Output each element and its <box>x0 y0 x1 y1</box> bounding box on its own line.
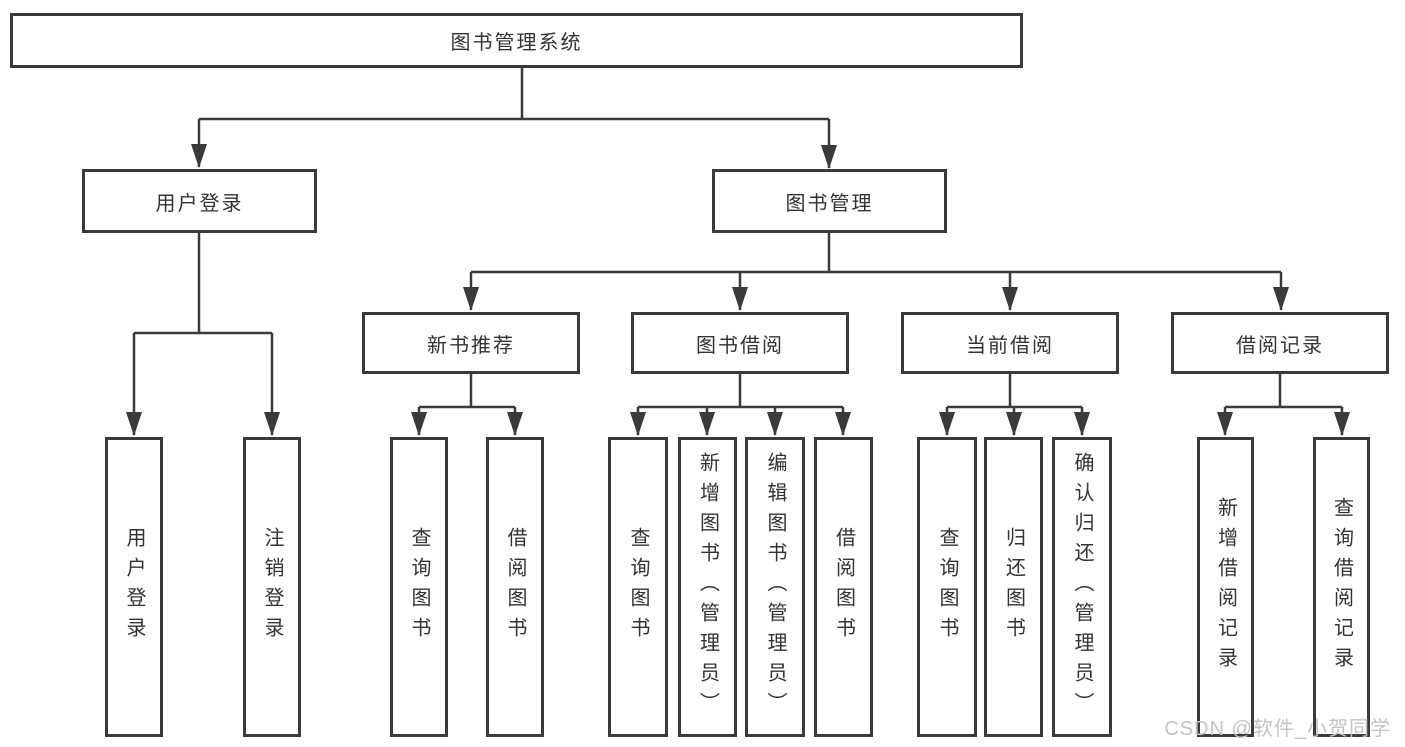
node-leaf-add-book-admin: 新增图书（管理员） <box>678 437 737 737</box>
node-leaf-query-borrow-record: 查询借阅记录 <box>1313 437 1370 737</box>
node-leaf-edit-book-admin: 编辑图书（管理员） <box>745 437 805 737</box>
node-leaf-return-book: 归还图书 <box>984 437 1043 737</box>
arrowhead-icon <box>835 412 851 436</box>
arrowhead-icon <box>1006 412 1022 436</box>
node-leaf-query-book-recommend: 查询图书 <box>390 437 448 737</box>
arrowhead-icon <box>1334 412 1350 436</box>
arrowhead-icon <box>732 287 748 311</box>
arrowhead-icon <box>1074 412 1090 436</box>
arrowhead-icon <box>1273 287 1289 311</box>
arrowhead-icon <box>939 412 955 436</box>
arrowhead-icon <box>463 287 479 311</box>
csdn-watermark: CSDN @软件_小贺同学 <box>1164 718 1391 740</box>
arrowhead-icon <box>767 412 783 436</box>
node-leaf-borrow-book-recommend: 借阅图书 <box>486 437 544 737</box>
node-leaf-borrow-book: 借阅图书 <box>814 437 873 737</box>
node-borrow-record: 借阅记录 <box>1171 312 1389 374</box>
connector-userlogin-to-leaves <box>132 233 274 435</box>
arrowhead-icon <box>126 412 142 436</box>
connector-bookmgmt-to-level3 <box>469 233 1283 310</box>
node-new-book-recommend: 新书推荐 <box>362 312 580 374</box>
node-leaf-user-login: 用户登录 <box>105 437 163 737</box>
connector-newbook-to-leaves <box>417 374 517 435</box>
arrowhead-icon <box>630 412 646 436</box>
arrowhead-icon <box>411 412 427 436</box>
arrowhead-icon <box>699 412 715 436</box>
connector-record-to-leaves <box>1223 374 1344 435</box>
node-book-borrow: 图书借阅 <box>631 312 849 374</box>
node-leaf-confirm-return-admin: 确认归还（管理员） <box>1052 437 1112 737</box>
arrowhead-icon <box>507 412 523 436</box>
node-leaf-query-book-borrow: 查询图书 <box>608 437 668 737</box>
node-user-login: 用户登录 <box>82 169 317 233</box>
node-leaf-add-borrow-record: 新增借阅记录 <box>1197 437 1254 737</box>
connector-root-to-level2 <box>197 68 831 168</box>
arrowhead-icon <box>264 412 280 436</box>
connector-borrow-to-leaves <box>636 374 845 435</box>
arrowhead-icon <box>1002 287 1018 311</box>
node-leaf-query-book-current: 查询图书 <box>917 437 977 737</box>
arrowhead-icon <box>191 144 207 168</box>
node-leaf-logout: 注销登录 <box>243 437 301 737</box>
node-current-borrow: 当前借阅 <box>901 312 1119 374</box>
arrowhead-icon <box>821 145 837 169</box>
node-root-system: 图书管理系统 <box>10 13 1023 68</box>
arrowhead-icon <box>1217 412 1233 436</box>
node-book-management: 图书管理 <box>712 169 947 233</box>
